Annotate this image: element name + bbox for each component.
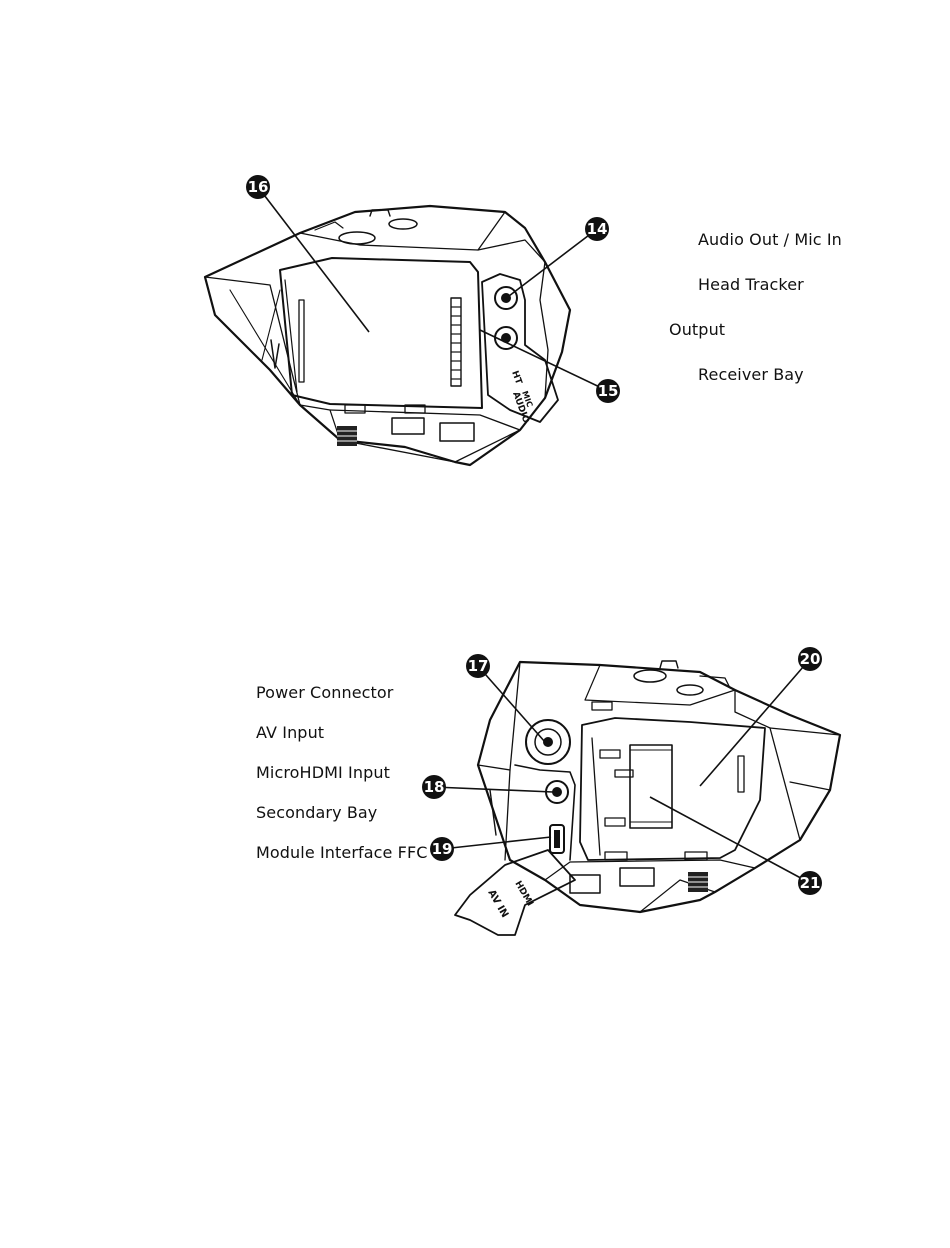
port-text-av-in: AV IN [485, 888, 510, 920]
svg-text:16: 16 [248, 178, 269, 196]
label-receiver-bay: Receiver Bay [698, 365, 804, 384]
svg-text:20: 20 [800, 650, 821, 668]
label-power-connector: Power Connector [256, 683, 393, 702]
callout-15: 15 [596, 379, 620, 403]
leader-21 [650, 797, 810, 883]
leader-17 [478, 666, 545, 742]
label-module-interface-ffc: Module Interface FFC [256, 843, 428, 862]
top-device-illustration: HT MIC AUDIO 16 14 15 [0, 0, 950, 520]
callout-14: 14 [585, 217, 609, 241]
leader-18 [434, 787, 553, 792]
leader-19 [442, 837, 551, 849]
label-head-tracker: Head Tracker [698, 275, 804, 294]
leader-20 [700, 659, 810, 786]
svg-text:15: 15 [598, 382, 619, 400]
svg-text:18: 18 [424, 778, 445, 796]
leader-14 [509, 229, 597, 296]
port-text-hdmi: HDMI [512, 880, 534, 909]
leader-15 [480, 330, 608, 391]
callout-21: 21 [798, 871, 822, 895]
svg-text:21: 21 [800, 874, 821, 892]
callout-18: 18 [422, 775, 446, 799]
callout-19: 19 [430, 837, 454, 861]
port-text-ht: HT [509, 370, 523, 387]
label-audio-out-mic-in: Audio Out / Mic In [698, 230, 842, 249]
label-microhdmi-input: MicroHDMI Input [256, 763, 390, 782]
svg-text:19: 19 [432, 840, 453, 858]
label-output: Output [669, 320, 725, 339]
callout-17: 17 [466, 654, 490, 678]
svg-text:14: 14 [587, 220, 608, 238]
callout-16: 16 [246, 175, 270, 199]
callout-20: 20 [798, 647, 822, 671]
label-secondary-bay: Secondary Bay [256, 803, 377, 822]
label-av-input: AV Input [256, 723, 324, 742]
svg-text:17: 17 [468, 657, 489, 675]
